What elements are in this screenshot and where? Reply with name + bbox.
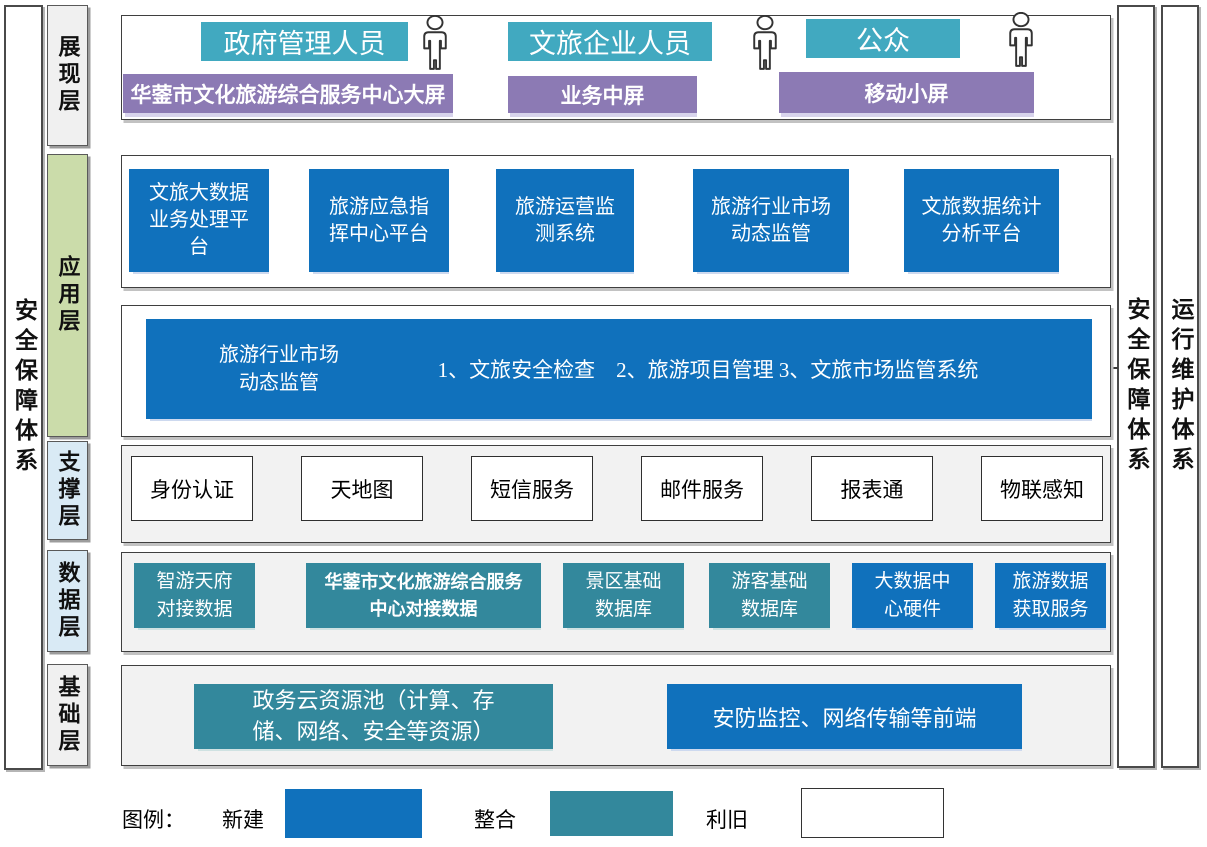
market-supervision-box: 旅游行业市场 动态监管 1、文旅安全检查 2、旅游项目管理 3、文旅市场监管系统	[146, 319, 1092, 419]
support-services-row: 身份认证 天地图 短信服务 邮件服务 报表通 物联感知	[121, 445, 1111, 543]
service-report: 报表通	[811, 456, 933, 521]
layer-presentation-label: 展现层	[55, 35, 81, 116]
left-security-bar-label: 安全保障体系	[11, 297, 37, 478]
market-supervision-row: 旅游行业市场 动态监管 1、文旅安全检查 2、旅游项目管理 3、文旅市场监管系统	[121, 305, 1111, 437]
legend-title: 图例：	[122, 808, 185, 832]
legend-integrate-label: 整合	[474, 808, 516, 832]
service-sms: 短信服务	[471, 456, 593, 521]
data-tourist-db: 游客基础 数据库	[709, 563, 830, 628]
right-security-bar-label: 安全保障体系	[1124, 296, 1149, 477]
data-acquisition-service: 旅游数据 获取服务	[995, 563, 1106, 628]
platform-emergency-command: 旅游应急指 挥中心平台	[309, 169, 449, 272]
legend-new-swatch	[285, 789, 422, 838]
layer-application: 应用层	[47, 154, 88, 437]
data-bigdata-hardware: 大数据中 心硬件	[852, 563, 973, 628]
platform-market-supervision: 旅游行业市场 动态监管	[693, 169, 849, 272]
legend-integrate-swatch	[550, 791, 673, 836]
right-operations-bar: 运行维护体系	[1161, 5, 1199, 768]
platform-statistics-analysis: 文旅数据统计 分析平台	[904, 169, 1059, 272]
person-icon	[1009, 12, 1033, 67]
infrastructure-row: 政务云资源池（计算、存 储、网络、安全等资源） 安防监控、网络传输等前端	[121, 665, 1111, 766]
presentation-row: 政府管理人员 文旅企业人员 公众 华蓥市文化旅游综合服务中心大屏 业务中屏 移动…	[121, 12, 1111, 120]
screen-large: 华蓥市文化旅游综合服务中心大屏	[123, 74, 453, 113]
left-security-bar: 安全保障体系	[4, 5, 43, 770]
right-operations-bar-label: 运行维护体系	[1168, 296, 1193, 477]
service-identity-auth: 身份认证	[131, 456, 253, 521]
right-security-bar: 安全保障体系	[1117, 5, 1155, 768]
service-email: 邮件服务	[641, 456, 763, 521]
person-icon	[423, 15, 447, 70]
market-supervision-items: 1、文旅安全检查 2、旅游项目管理 3、文旅市场监管系统	[437, 358, 979, 382]
data-zhiyou-tianfu: 智游天府 对接数据	[134, 563, 255, 628]
data-scenic-db: 景区基础 数据库	[563, 563, 684, 628]
layer-support: 支撑层	[47, 441, 88, 540]
layer-data: 数据层	[47, 550, 88, 652]
infra-gov-cloud-pool: 政务云资源池（计算、存 储、网络、安全等资源）	[194, 684, 553, 749]
data-sources-row: 智游天府 对接数据 华蓥市文化旅游综合服务 中心对接数据 景区基础 数据库 游客…	[121, 552, 1111, 652]
platform-bigdata-processing: 文旅大数据 业务处理平 台	[129, 169, 269, 272]
screen-mobile: 移动小屏	[779, 72, 1034, 113]
legend-new-label: 新建	[222, 808, 264, 832]
application-platforms-row: 文旅大数据 业务处理平 台 旅游应急指 挥中心平台 旅游运营监 测系统 旅游行业…	[121, 155, 1111, 288]
legend-legacy-swatch	[801, 788, 944, 838]
service-iot-sensing: 物联感知	[981, 456, 1103, 521]
person-icon	[753, 15, 777, 70]
layer-data-label: 数据层	[55, 560, 81, 642]
layer-application-label: 应用层	[55, 255, 81, 336]
layer-presentation: 展现层	[47, 5, 88, 146]
layer-support-label: 支撑层	[55, 450, 81, 531]
data-huaying-center: 华蓥市文化旅游综合服务 中心对接数据	[306, 563, 541, 628]
persona-enterprise: 文旅企业人员	[508, 22, 712, 61]
screen-medium: 业务中屏	[508, 76, 697, 113]
platform-operation-monitoring: 旅游运营监 测系统	[496, 169, 634, 272]
layer-infrastructure: 基础层	[47, 664, 88, 766]
persona-public: 公众	[806, 19, 960, 58]
service-tianditu: 天地图	[301, 456, 423, 521]
legend-legacy-label: 利旧	[706, 808, 748, 832]
layer-infrastructure-label: 基础层	[55, 674, 81, 756]
infra-security-frontend: 安防监控、网络传输等前端	[667, 684, 1022, 749]
market-supervision-title: 旅游行业市场 动态监管	[219, 344, 339, 394]
persona-government: 政府管理人员	[201, 22, 408, 61]
